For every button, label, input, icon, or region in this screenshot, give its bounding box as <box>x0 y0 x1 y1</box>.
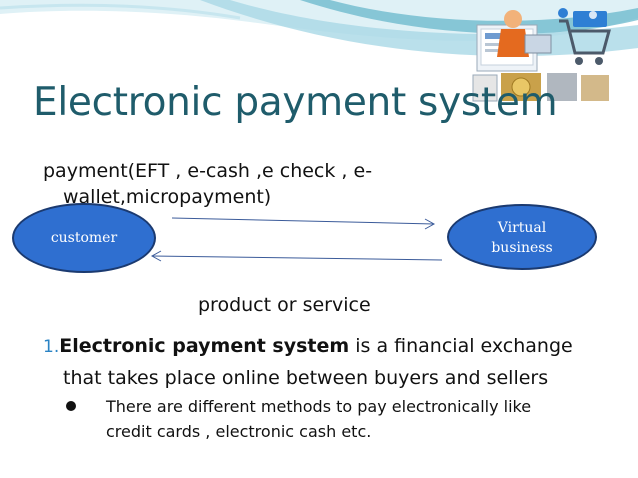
product-arrow <box>150 250 443 262</box>
bullet-line-1: There are different methods to pay elect… <box>106 397 532 416</box>
payment-line-1: payment(EFT , e-cash ,e check , e- <box>43 160 373 182</box>
virtual-business-node: Virtual business <box>447 204 597 270</box>
payment-arrow <box>171 217 436 230</box>
page-title: Electronic payment system <box>33 80 558 125</box>
payment-line-2: wallet,micropayment) <box>63 186 272 208</box>
ecommerce-clipart-icon <box>472 8 611 102</box>
point-1-number: 1. <box>43 337 60 357</box>
customer-label: customer <box>50 230 118 246</box>
point-1-continuation: that takes place online between buyers a… <box>63 367 549 389</box>
product-service-label: product or service <box>198 294 371 316</box>
bullet-item: There are different methods to pay elect… <box>64 394 604 444</box>
payment-methods-label: payment(EFT , e-cash ,e check , e- walle… <box>43 158 403 210</box>
virtual-label-line-1: Virtual <box>497 220 547 236</box>
bullet-dot-icon <box>66 401 76 411</box>
customer-node: customer <box>12 203 156 273</box>
point-1: 1.Electronic payment system is a financi… <box>43 331 603 394</box>
bullet-line-2: credit cards , electronic cash etc. <box>106 422 372 441</box>
virtual-label-line-2: business <box>491 240 553 256</box>
point-1-bold: Electronic payment system <box>59 335 350 357</box>
point-1-rest: is a financial exchange <box>349 335 573 357</box>
